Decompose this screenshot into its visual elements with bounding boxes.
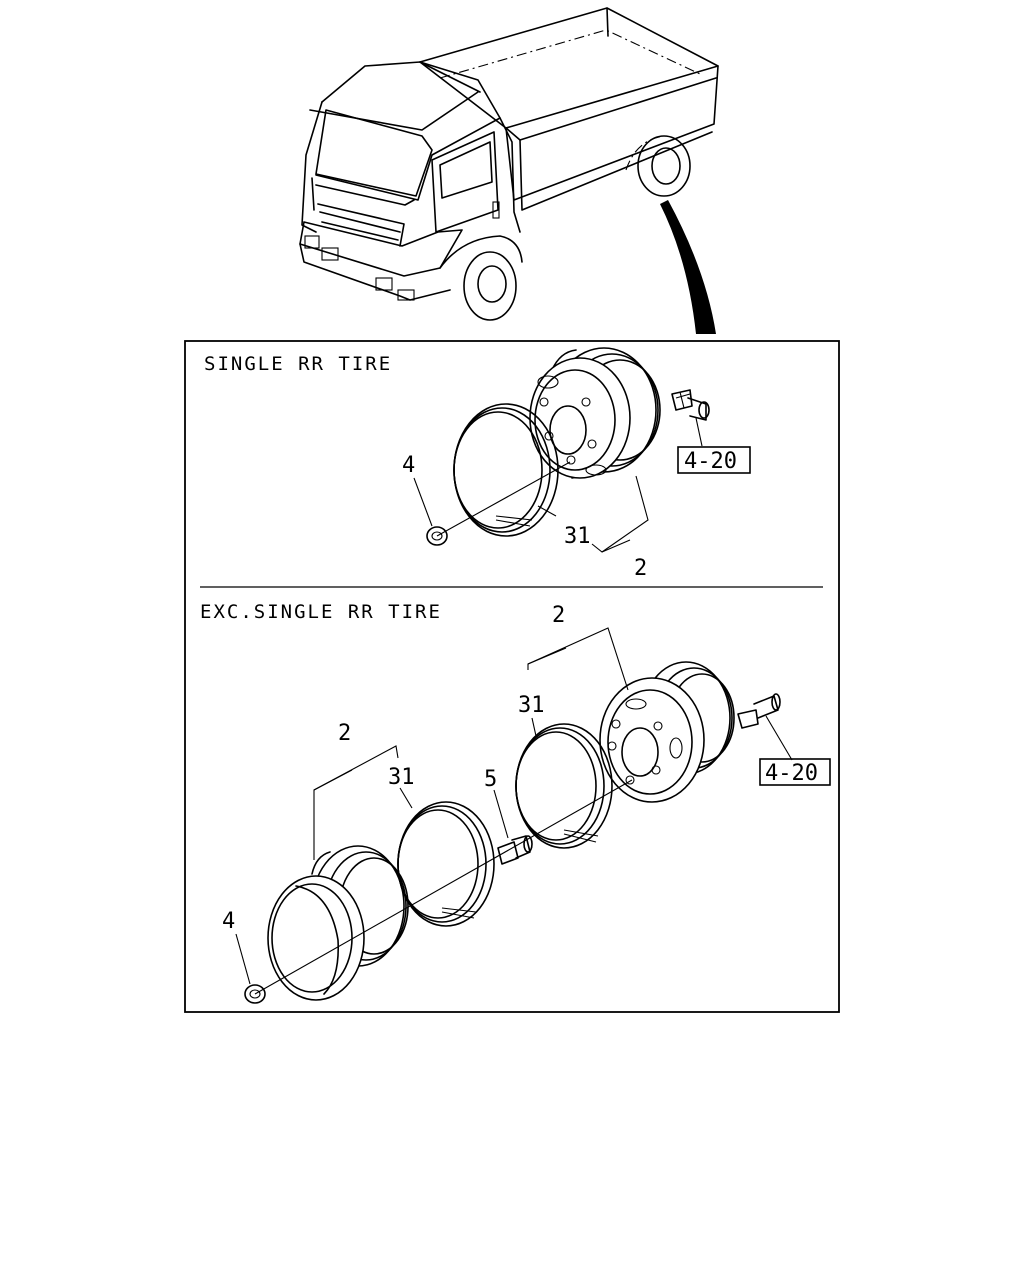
stud-bolt [497,835,533,865]
ref-box-exc-single[interactable] [759,758,831,786]
section-title-single: SINGLE RR TIRE [204,353,392,375]
section-title-exc-single: EXC.SINGLE RR TIRE [200,601,442,623]
bolt-exc-single [737,693,781,729]
bolt-single [671,389,710,421]
leaders-single [413,417,703,553]
disc-wheel-inner [267,845,409,1001]
truck-illustration [299,7,719,334]
callout-4-single: 4 [402,453,415,478]
leaders-exc-single [235,627,793,995]
callout-31-inner: 31 [388,765,415,790]
disc-wheel-outer [599,661,735,803]
callout-2-inner: 2 [338,721,351,746]
callout-2-outer: 2 [552,603,565,628]
tire-flap-outer [515,723,613,849]
callout-31-single: 31 [564,524,591,549]
ref-label-exc-single: 4-20 [765,761,818,786]
callout-5: 5 [484,767,497,792]
callout-4-exc-single: 4 [222,909,235,934]
callout-31-outer: 31 [518,693,545,718]
ref-label-single: 4-20 [684,449,737,474]
ref-box-single[interactable] [677,446,751,474]
diagram-frame [184,340,840,1013]
tire-flap-single [453,403,559,537]
callout-2-single: 2 [634,556,647,581]
tire-flap-inner [397,801,495,927]
